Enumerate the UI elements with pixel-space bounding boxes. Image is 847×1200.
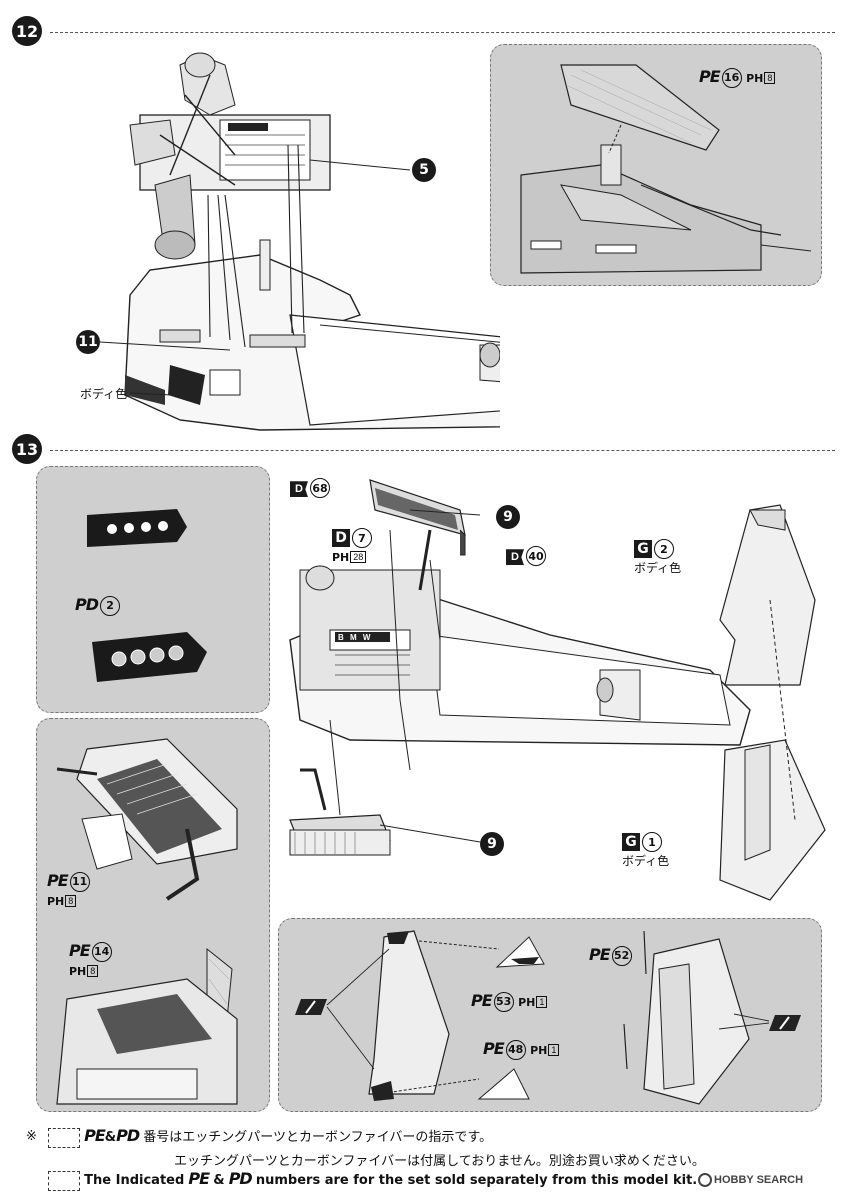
pe16-ph: PH xyxy=(746,72,764,85)
footer-line3-prefix: The Indicated xyxy=(84,1173,185,1188)
footer-line1-text: 番号はエッチングパーツとカーボンファイバーの指示です。 xyxy=(143,1130,493,1145)
pe11-ph: PH xyxy=(47,894,65,908)
step-13-divider xyxy=(50,450,835,451)
pe53-ph-number: 1 xyxy=(536,995,548,1008)
step-12-divider xyxy=(50,32,835,33)
d40-letter: D xyxy=(506,549,524,566)
g2-number: 2 xyxy=(654,539,674,559)
callout-11: 11 xyxy=(76,330,100,354)
d7-ph-number: 28 xyxy=(350,550,367,563)
d40-number: 40 xyxy=(526,546,546,566)
callout-9-top: 9 xyxy=(496,505,520,529)
footer-asterisk: ※ xyxy=(26,1129,37,1144)
footer-line1-pd: PD xyxy=(116,1126,140,1145)
pe53-prefix: PE xyxy=(471,991,493,1010)
step-13-number: 13 xyxy=(12,434,42,464)
bmw-engine-text: B M W xyxy=(338,633,373,642)
pe14-ph: PH xyxy=(69,964,87,978)
pe48-number: 48 xyxy=(505,1039,526,1060)
pe14-prefix: PE xyxy=(69,941,91,960)
pe11-prefix: PE xyxy=(47,871,69,890)
footer-line-1: PE&PD 番号はエッチングパーツとカーボンファイバーの指示です。 xyxy=(48,1126,492,1148)
footer-line3-pd: PD xyxy=(228,1169,253,1188)
d7-number: 7 xyxy=(352,528,372,548)
footer-line3-text: numbers are for the set sold separately … xyxy=(255,1173,698,1188)
step-13-chassis-drawing xyxy=(289,479,826,901)
footer-line-3: The Indicated PE & PD numbers are for th… xyxy=(48,1169,697,1191)
d68-letter: D xyxy=(290,481,308,498)
step-12-chassis-drawing xyxy=(99,52,500,431)
g2-letter: G xyxy=(634,540,652,559)
pe48-ph: PH xyxy=(530,1044,548,1057)
footer-line1-amp: & xyxy=(104,1130,117,1145)
pe16-ph-number: 8 xyxy=(764,71,776,84)
g1-letter: G xyxy=(622,833,640,852)
d7-letter: D xyxy=(332,529,350,548)
callout-5: 5 xyxy=(412,158,436,182)
pe16-mesh-drawing xyxy=(520,64,812,274)
pe48-ph-number: 1 xyxy=(548,1043,560,1056)
footer-line1-pe: PE xyxy=(84,1126,106,1145)
callout-9-bottom: 9 xyxy=(480,832,504,856)
pd2-drawing xyxy=(87,509,207,682)
pe48-prefix: PE xyxy=(483,1039,505,1058)
pe53-ph: PH xyxy=(518,996,536,1009)
pe53-number: 53 xyxy=(493,991,514,1012)
g1-number: 1 xyxy=(642,832,662,852)
pd2-number: 2 xyxy=(100,595,121,616)
g1-body-color: ボディ色 xyxy=(622,854,670,868)
footer-line3-amp: & xyxy=(213,1173,225,1188)
hobby-search-text: HOBBY SEARCH xyxy=(714,1173,804,1186)
footer-box-2 xyxy=(48,1170,80,1191)
step-12-number: 12 xyxy=(12,16,42,46)
pe11-number: 11 xyxy=(69,871,90,892)
pe14-number: 14 xyxy=(91,941,112,962)
footer-line3-pe: PE xyxy=(188,1169,210,1188)
pe16-number: 16 xyxy=(721,67,742,88)
pe14-ph-number: 8 xyxy=(87,964,99,977)
d68-number: 68 xyxy=(310,478,330,498)
footer-box-1 xyxy=(48,1127,80,1148)
pe11-pe14-drawing xyxy=(56,738,238,1105)
hobby-search-watermark: HOBBY SEARCH xyxy=(698,1173,803,1187)
d7-ph: PH xyxy=(332,551,350,564)
pe52-prefix: PE xyxy=(589,945,611,964)
pd2-prefix: PD xyxy=(75,595,99,614)
hobby-search-logo-icon xyxy=(698,1173,712,1187)
body-color-label-12: ボディ色 xyxy=(80,387,128,401)
footer-line-2: エッチングパーツとカーボンファイバーは付属しておりません。別途お買い求めください… xyxy=(174,1154,705,1169)
pe11-ph-number: 8 xyxy=(65,894,77,907)
pe16-prefix: PE xyxy=(699,67,721,86)
g2-body-color: ボディ色 xyxy=(634,561,682,575)
pe52-number: 52 xyxy=(611,945,632,966)
wing-detail-drawing xyxy=(295,930,801,1105)
